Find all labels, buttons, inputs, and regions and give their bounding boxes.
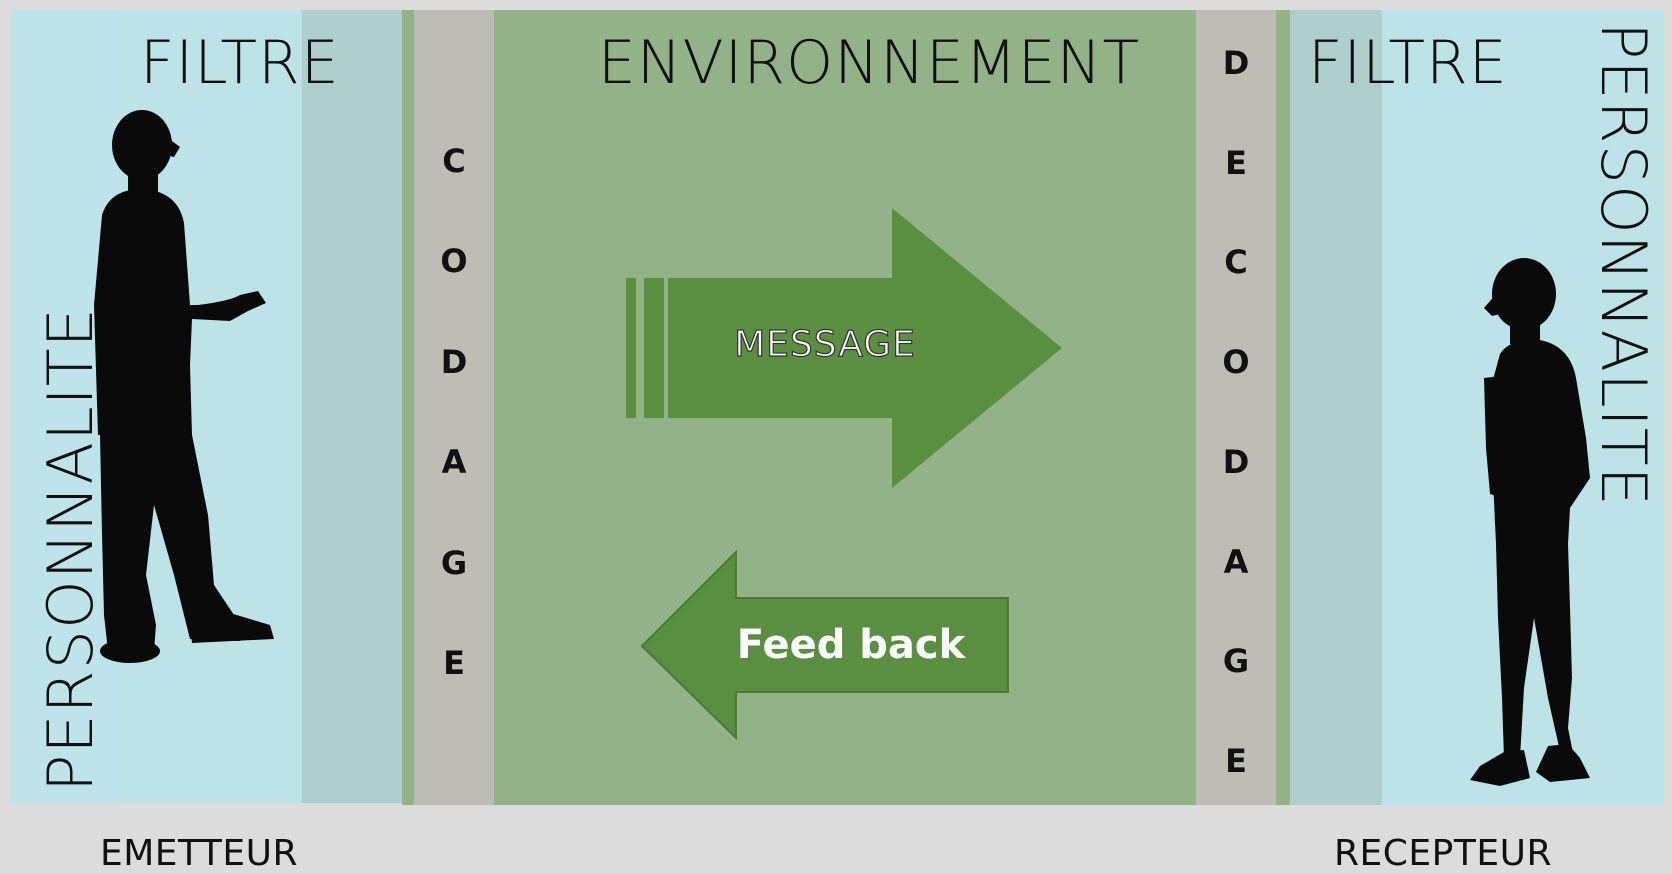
left-filter-title: FILTRE bbox=[140, 28, 340, 98]
coding-column bbox=[414, 10, 494, 805]
left-filter-band bbox=[302, 10, 402, 803]
decoding-column bbox=[1196, 10, 1276, 805]
coding-letter: O bbox=[440, 242, 468, 281]
coding-letter: E bbox=[443, 643, 465, 682]
message-label: MESSAGE bbox=[733, 323, 916, 365]
coding-letter: D bbox=[440, 342, 468, 381]
decoding-letter: G bbox=[1222, 642, 1250, 681]
decoding-letter: D bbox=[1222, 442, 1250, 481]
decoding-letter: D bbox=[1222, 44, 1250, 82]
decoding-letter: E bbox=[1225, 143, 1247, 182]
right-role-label: RECEPTEUR bbox=[1334, 833, 1552, 874]
arrow-left-icon bbox=[640, 550, 1009, 740]
decoding-letter: C bbox=[1224, 243, 1248, 282]
arrow-right-icon bbox=[626, 208, 1062, 488]
person-silhouette-listening-icon bbox=[1470, 258, 1590, 786]
coding-letter: A bbox=[441, 443, 467, 482]
coding-letter: C bbox=[442, 142, 466, 180]
decoding-letter: E bbox=[1225, 741, 1247, 780]
feedback-label: Feed back bbox=[736, 622, 966, 668]
right-filter-band bbox=[1290, 10, 1382, 805]
right-filter-title: FILTRE bbox=[1308, 28, 1508, 98]
coding-letter: G bbox=[440, 543, 468, 582]
decoding-letter: O bbox=[1222, 343, 1250, 382]
person-silhouette-speaking-icon bbox=[94, 110, 274, 663]
coding-letters: C O D A G E bbox=[414, 142, 494, 682]
decoding-letter: A bbox=[1223, 542, 1249, 581]
decoding-letters: D E C O D A G E bbox=[1196, 44, 1276, 780]
environment-title: ENVIRONNEMENT bbox=[597, 28, 1141, 98]
right-green-edge bbox=[1276, 10, 1290, 805]
left-green-edge bbox=[402, 10, 414, 805]
left-role-label: EMETTEUR bbox=[100, 833, 299, 874]
